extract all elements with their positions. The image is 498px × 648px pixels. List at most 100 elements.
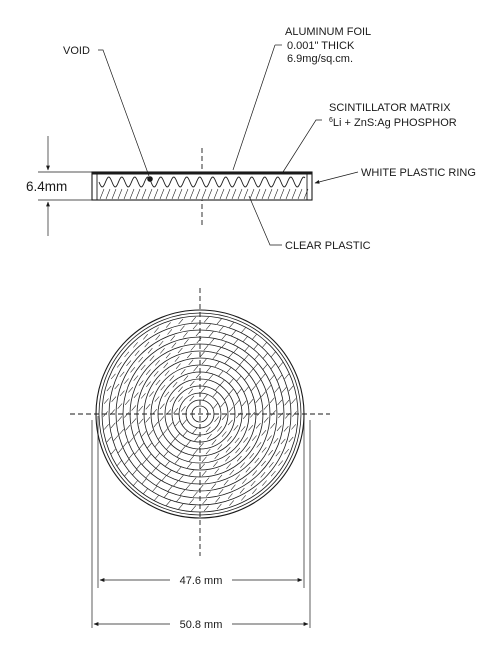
front-hatch-stroke — [243, 437, 249, 443]
front-hatch-stroke — [261, 460, 266, 467]
hatch-stroke — [297, 188, 303, 200]
front-hatch-stroke — [192, 491, 198, 498]
hatch-stroke — [303, 188, 309, 200]
front-hatch-stroke — [260, 373, 266, 380]
front-hatch-stroke — [126, 360, 132, 366]
matrix-title-label: SCINTILLATOR MATRIX — [329, 102, 451, 114]
front-hatch-stroke — [245, 466, 251, 473]
hatch-stroke — [279, 188, 285, 200]
matrix-composition-text: Li + ZnS:Ag PHOSPHOR — [333, 117, 457, 129]
front-hatch-stroke — [255, 423, 261, 429]
inner-diameter-label: 47.6 mm — [180, 575, 223, 587]
front-hatch-stroke — [133, 480, 138, 486]
front-hatch-stroke — [278, 362, 284, 368]
front-hatch-stroke — [206, 433, 212, 440]
front-hatch-stroke — [208, 331, 214, 338]
front-hatch-stroke — [198, 442, 204, 449]
front-hatch-stroke — [221, 341, 227, 348]
front-hatch-stroke — [149, 391, 154, 397]
front-hatch-stroke — [154, 327, 159, 333]
front-hatch-stroke — [128, 387, 134, 393]
front-hatch-stroke — [205, 426, 211, 433]
front-hatch-stroke — [160, 384, 166, 391]
front-hatch-stroke — [180, 369, 186, 375]
clear-plastic-leader — [248, 195, 282, 246]
front-hatch-stroke — [145, 403, 151, 410]
front-hatch-stroke — [169, 396, 175, 403]
front-hatch-stroke — [202, 380, 208, 386]
front-hatch-stroke — [255, 379, 261, 385]
front-hatch-stroke — [233, 339, 239, 345]
front-hatch-stroke — [213, 461, 218, 467]
front-hatch-stroke — [260, 472, 266, 478]
hatch-stroke — [183, 188, 189, 200]
front-hatch-stroke — [178, 318, 184, 325]
scintillator-matrix-wave — [98, 176, 306, 188]
front-hatch-stroke — [221, 334, 227, 340]
front-hatch-stroke — [206, 366, 212, 373]
front-hatch-stroke — [167, 329, 173, 335]
front-hatch-stroke — [261, 430, 267, 436]
front-hatch-stroke — [146, 453, 152, 460]
front-hatch-stroke — [192, 427, 198, 434]
front-hatch-stroke — [110, 448, 116, 455]
front-hatch-stroke — [154, 495, 159, 501]
front-hatch-stroke — [183, 375, 189, 381]
front-hatch-stroke — [152, 486, 158, 492]
front-hatch-stroke — [174, 420, 180, 427]
front-hatch-stroke — [216, 347, 222, 353]
front-hatch-stroke — [217, 474, 223, 481]
front-hatch-stroke — [138, 380, 144, 386]
hatch-stroke — [117, 188, 123, 200]
front-hatch-stroke — [191, 316, 197, 323]
front-hatch-stroke — [171, 342, 177, 349]
front-hatch-stroke — [281, 387, 287, 393]
front-hatch-stroke — [228, 406, 234, 413]
front-hatch-stroke — [266, 435, 272, 441]
front-hatch-stroke — [278, 460, 284, 466]
front-hatch-stroke — [284, 399, 290, 406]
front-hatch-stroke — [215, 496, 221, 503]
front-hatch-stroke — [213, 403, 218, 409]
front-hatch-stroke — [165, 500, 171, 506]
hatch-stroke — [141, 188, 147, 200]
front-hatch-stroke — [133, 392, 139, 398]
front-hatch-stroke — [276, 425, 282, 432]
front-hatch-stroke — [194, 435, 200, 442]
front-hatch-stroke — [163, 362, 169, 369]
front-hatch-stroke — [201, 456, 207, 463]
front-hatch-stroke — [189, 498, 195, 504]
side-section-view: VOID ALUMINUM FOIL 0.001" THICK 6.9mg/sq… — [26, 26, 476, 252]
front-hatch-stroke — [182, 430, 188, 437]
front-hatch-stroke — [133, 342, 138, 348]
front-hatch-stroke — [155, 334, 161, 341]
front-hatch-stroke — [178, 386, 183, 393]
hatch-stroke — [267, 188, 273, 200]
front-hatch-stroke — [241, 400, 247, 407]
front-hatch-stroke — [189, 380, 195, 387]
front-hatch-stroke — [143, 334, 148, 340]
front-hatch-stroke — [124, 459, 130, 465]
hatch-stroke — [123, 188, 129, 200]
hatch-stroke — [159, 188, 165, 200]
front-hatch-stroke — [239, 359, 245, 366]
front-hatch-stroke — [168, 422, 173, 428]
front-hatch — [103, 316, 297, 512]
front-hatch-stroke — [261, 447, 267, 453]
front-hatch-stroke — [106, 385, 112, 392]
front-hatch-stroke — [208, 374, 214, 380]
front-hatch-stroke — [153, 421, 159, 428]
front-hatch-stroke — [116, 460, 122, 466]
front-hatch-stroke — [227, 419, 233, 426]
front-hatch-stroke — [251, 385, 257, 391]
hatch-stroke — [201, 188, 207, 200]
front-hatch-stroke — [154, 441, 160, 447]
front-hatch-stroke — [244, 374, 250, 380]
front-hatch-stroke — [262, 353, 268, 359]
front-hatch-stroke — [145, 417, 151, 423]
front-hatch-stroke — [201, 470, 207, 477]
front-hatch-stroke — [156, 480, 161, 486]
front-hatch-stroke — [179, 325, 185, 332]
front-hatch-stroke — [268, 449, 274, 456]
front-hatch-stroke — [195, 372, 201, 379]
